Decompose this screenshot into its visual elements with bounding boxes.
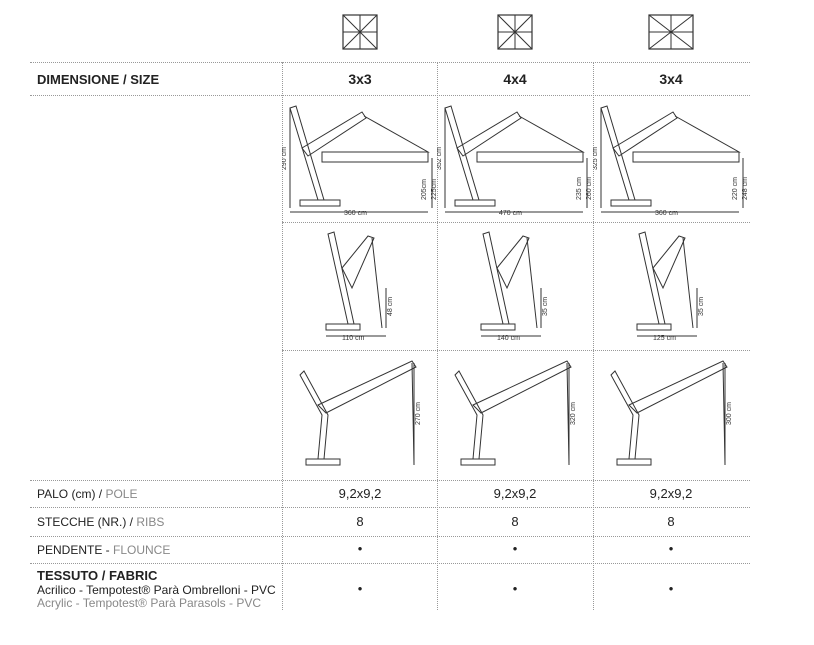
divider [30,563,750,564]
divider [282,62,283,610]
separator: - [102,543,114,557]
clearance-label: 235 cm [576,177,583,200]
height-label: 352 cm [437,147,443,170]
tilted-umbrella-diagram: 270 cm [299,360,422,466]
divider [437,62,438,610]
ribs-value: 8 [511,514,519,529]
width-label: 110 cm [342,335,365,342]
fabric-title: TESSUTO / FABRIC [37,568,158,583]
width-label: 125 cm [653,335,676,342]
size-value: 3x3 [348,71,372,87]
height-label: 325 cm [593,147,599,170]
divider [30,480,750,481]
ribs-value: 8 [356,514,364,529]
flounce-value: • [357,541,363,556]
divider [30,536,750,537]
ribs-label: STECCHE (NR.) / RIBS [37,515,164,529]
flounce-label: PENDENTE - FLOUNCE [37,543,170,557]
height-label: 35 cm [542,297,549,316]
fabric-value: • [668,581,674,596]
pole-value: 9,2x9,2 [649,486,693,501]
flounce-value: • [512,541,518,556]
width-label: 140 cm [497,335,520,342]
separator: / [126,515,137,529]
open-umbrella-diagram: 290 cm 360 cm 205cm 225cm [282,105,438,217]
rectangle-canopy-icon [648,14,694,50]
clearance-label-2: 260 cm [586,177,593,200]
separator: / [122,72,127,87]
divider [593,62,594,610]
label-en: FLOUNCE [113,543,171,557]
square-canopy-icon [497,14,533,50]
pole-value: 9,2x9,2 [493,486,537,501]
height-label: 48 cm [387,297,394,316]
flounce-value: • [668,541,674,556]
tilted-umbrella-diagram: 300 cm [610,360,733,466]
label-it: PENDENTE [37,543,103,557]
width-label: 360 cm [344,210,367,217]
closed-umbrella-diagram: 48 cm 110 cm [325,231,394,342]
divider [30,62,750,63]
pole-label: PALO (cm) / POLE [37,487,137,501]
size-header: DIMENSIONE / SIZE [37,72,159,87]
label-en: POLE [105,487,138,501]
height-label: 35 cm [698,297,705,316]
separator: / [95,487,106,501]
label-it: STECCHE (NR.) [37,515,127,529]
fabric-value: • [357,581,363,596]
divider [282,222,750,223]
size-value: 4x4 [503,71,527,87]
pole-value: 9,2x9,2 [338,486,382,501]
square-canopy-icon [342,14,378,50]
ribs-value: 8 [667,514,675,529]
size-header-it: DIMENSIONE [37,72,120,87]
width-label: 360 cm [655,210,678,217]
fabric-en: Acrylic - Tempotest® Parà Parasols - PVC [37,596,262,610]
divider [30,507,750,508]
tilted-umbrella-diagram: 320 cm [454,360,577,466]
width-label: 470 cm [499,210,522,217]
clearance-label: 205cm [421,179,428,200]
clearance-label: 220 cm [732,177,739,200]
label-en: RIBS [136,515,165,529]
height-label: 300 cm [726,402,733,425]
closed-umbrella-diagram: 35 cm 125 cm [636,231,705,342]
open-umbrella-diagram: 352 cm 470 cm 235 cm 260 cm [437,105,593,217]
divider [30,95,750,96]
clearance-label-2: 248 cm [742,177,749,200]
fabric-value: • [512,581,518,596]
height-label: 320 cm [570,402,577,425]
clearance-label-2: 225cm [431,179,438,200]
label-it: PALO (cm) [37,487,96,501]
height-label: 290 cm [282,147,288,170]
open-umbrella-diagram: 325 cm 360 cm 220 cm 248 cm [593,105,749,217]
size-value: 3x4 [659,71,683,87]
closed-umbrella-diagram: 35 cm 140 cm [480,231,549,342]
divider [282,350,750,351]
size-header-en: SIZE [130,72,160,87]
fabric-it: Acrilico - Tempotest® Parà Ombrelloni - … [37,583,276,597]
height-label: 270 cm [415,402,422,425]
